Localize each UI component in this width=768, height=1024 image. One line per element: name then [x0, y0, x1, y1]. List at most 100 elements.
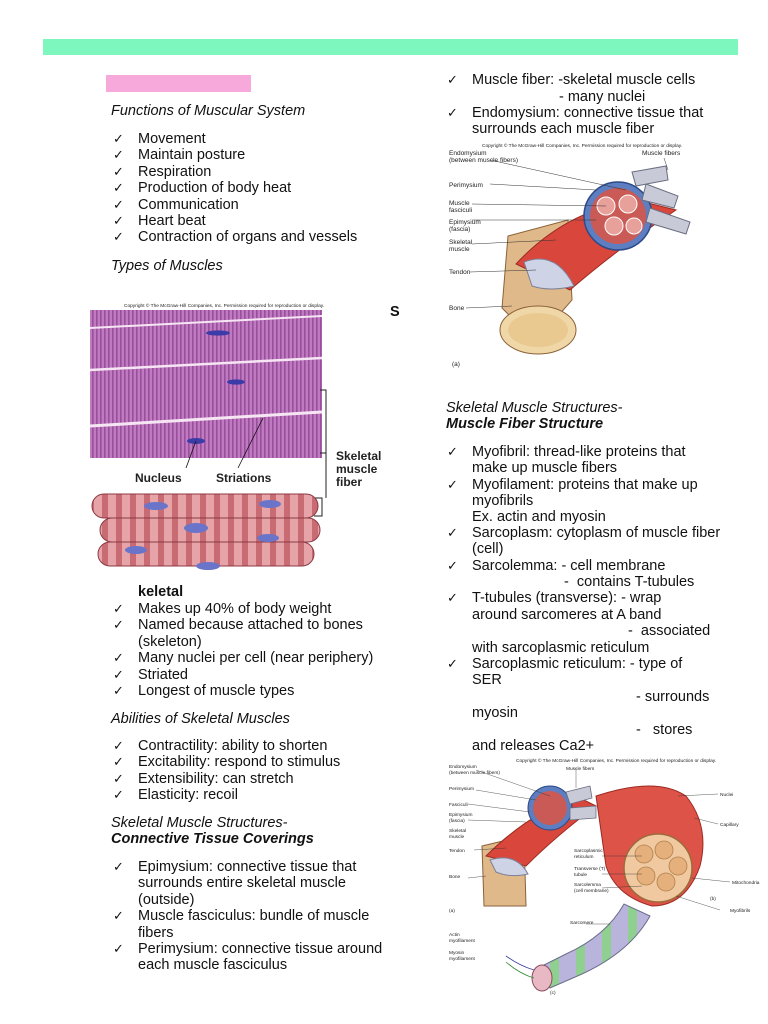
figure-copyright: Copyright © The McGraw-Hill Companies, I… [124, 302, 324, 309]
list-item: ✓Myofibril: thread-like proteins that ma… [447, 444, 686, 477]
fasciculi-sub-label: fasciculi [449, 207, 472, 214]
figure-copyright: Copyright © The McGraw-Hill Companies, I… [482, 142, 682, 149]
nuclei-label: Nuclei [720, 792, 733, 798]
abilities-list: ✓Contractility: ability to shorten ✓Exci… [111, 738, 401, 804]
fasciculi-label: Fasciculi [449, 802, 468, 808]
list-item: ✓Production of body heat [113, 180, 292, 197]
check-icon: ✓ [447, 444, 458, 459]
myofibrils-label: Myofibrils [730, 908, 751, 914]
connective-heading: Connective Tissue Coverings [111, 831, 314, 847]
fiber-structure-heading-2: Muscle Fiber Structure [446, 416, 604, 432]
check-icon: ✓ [113, 683, 124, 699]
perimysium-label: Perimysium [449, 182, 483, 189]
check-icon: ✓ [113, 754, 124, 770]
actin-label: Actin [449, 932, 460, 938]
sr-line-4: myosin [472, 705, 518, 721]
list-item: ✓Communication [113, 196, 239, 213]
list-item: ✓Striated [113, 666, 188, 683]
endomysium-label: Endomysium [449, 150, 487, 157]
ttubules-line-2: around sarcomeres at A band [472, 607, 662, 623]
check-icon: ✓ [447, 72, 458, 87]
epimysium-sub-label: (fascia) [449, 226, 470, 233]
check-icon: ✓ [447, 590, 458, 605]
endomysium-sub-label: (between muscle fibers) [449, 157, 518, 164]
striations-label: Striations [216, 471, 272, 485]
fiber-structure-heading-1: Skeletal Muscle Structures- [446, 400, 623, 416]
list-item: ✓Respiration [113, 163, 212, 180]
check-icon: ✓ [113, 601, 124, 616]
types-heading: Types of Muscles [111, 258, 223, 274]
muscle-fiber-list: ✓Muscle fiber: -skeletal muscle cells [445, 72, 745, 88]
check-icon: ✓ [447, 525, 458, 540]
top-banner [43, 39, 738, 55]
s-letter: S [390, 304, 400, 320]
check-icon: ✓ [113, 908, 124, 924]
ttubules-list: ✓T-tubules (transverse): - wrap [445, 590, 725, 606]
list-item: ✓Contractility: ability to shorten [113, 738, 328, 754]
sr-line-3: - surrounds [636, 689, 710, 705]
list-item: ✓Excitability: respond to stimulus [113, 754, 341, 771]
skeletal-label: Skeletal [449, 828, 466, 834]
muscle-fibers-label: Muscle fibers [566, 766, 595, 772]
nucleus-label: Nucleus [135, 471, 182, 485]
endomysium-label: Endomysium [449, 764, 477, 770]
ttubules-line-4: with sarcoplasmic reticulum [472, 640, 650, 656]
epimysium-sub-label: (fascia) [449, 818, 465, 824]
epimysium-label: Epimysium [449, 219, 481, 226]
perimysium-label: Perimysium [449, 786, 474, 792]
panel-label: (a) [452, 361, 460, 368]
skeletal-heading: keletal [138, 584, 184, 600]
abilities-heading: Abilities of Skeletal Muscles [111, 711, 290, 727]
tendon-label: Tendon [449, 269, 471, 276]
check-icon: ✓ [113, 131, 124, 146]
list-item: ✓Endomysium: connective tissue that surr… [447, 105, 704, 138]
check-icon: ✓ [447, 557, 458, 573]
highlight-bar [106, 75, 251, 92]
check-icon: ✓ [113, 147, 124, 163]
check-icon: ✓ [113, 196, 124, 212]
fiber-label-2: muscle [336, 462, 378, 476]
sr-list: ✓Sarcoplasmic reticulum: - type of [445, 656, 725, 672]
list-item: ✓Many nuclei per cell (near periphery) [113, 650, 374, 667]
skeletal-muscle-figure: Copyright © The McGraw-Hill Companies, I… [89, 302, 381, 570]
fiber-structure-figure: Copyright © The McGraw-Hill Companies, I… [449, 757, 760, 996]
skeletal-sub-label: muscle [449, 246, 470, 253]
list-item: ✓Extensibility: can stretch [113, 770, 294, 787]
check-icon: ✓ [113, 180, 124, 196]
muscle-fiber [91, 493, 319, 519]
sr-label: Sarcoplasmic [574, 848, 603, 854]
sarcomere-label: Sarcomere [570, 920, 594, 926]
list-item: ✓Muscle fasciculus: bundle of muscle fib… [113, 908, 370, 941]
endomysium-list: ✓Endomysium: connective tissue that surr… [445, 105, 745, 138]
sr-line-5: - stores [636, 722, 693, 738]
endomysium-sub-label: (between muscle fibers) [449, 770, 500, 776]
sarcoplasm-list: ✓Sarcoplasm: cytoplasm of muscle fiber (… [445, 525, 725, 574]
actin-sub-label: myofilament [449, 938, 476, 944]
check-icon: ✓ [113, 859, 124, 874]
myosin-sub-label: myofilament [449, 956, 476, 962]
muscle-structure-figure: Copyright © The McGraw-Hill Companies, I… [449, 142, 691, 368]
figure-copyright: Copyright © The McGraw-Hill Companies, I… [516, 757, 716, 764]
skeletal-list: ✓Makes up 40% of body weight ✓Named beca… [111, 601, 401, 699]
capillary-label: Capillary [720, 822, 739, 828]
sarcolemma-label: Sarcolemma [574, 882, 601, 888]
tendon-label: Tendon [449, 848, 465, 854]
ttubule-label: Transverse (T) [574, 866, 606, 872]
sr-line-6: and releases Ca2+ [472, 738, 595, 754]
myofilament-example: Ex. actin and myosin [472, 509, 606, 525]
list-item: ✓Myofilament: proteins that make up myof… [447, 476, 698, 510]
ttubules-line-3: - associated [628, 623, 711, 639]
check-icon: ✓ [113, 213, 124, 229]
fiber-structure-list: ✓Myofibril: thread-like proteins that ma… [445, 444, 725, 510]
list-item: ✓Makes up 40% of body weight [113, 601, 332, 617]
micrograph-image [90, 310, 322, 458]
list-item: ✓Sarcolemma: - cell membrane [447, 557, 666, 574]
list-item: ✓Named because attached to bones (skelet… [113, 617, 363, 650]
check-icon: ✓ [447, 476, 458, 492]
list-item: ✓Contraction of organs and vessels [113, 229, 358, 246]
myosin-label: Myosin [449, 950, 465, 956]
check-icon: ✓ [113, 650, 124, 666]
epimysium-label: Epimysium [449, 812, 472, 818]
check-icon: ✓ [113, 617, 124, 633]
bone-label: Bone [449, 305, 465, 312]
